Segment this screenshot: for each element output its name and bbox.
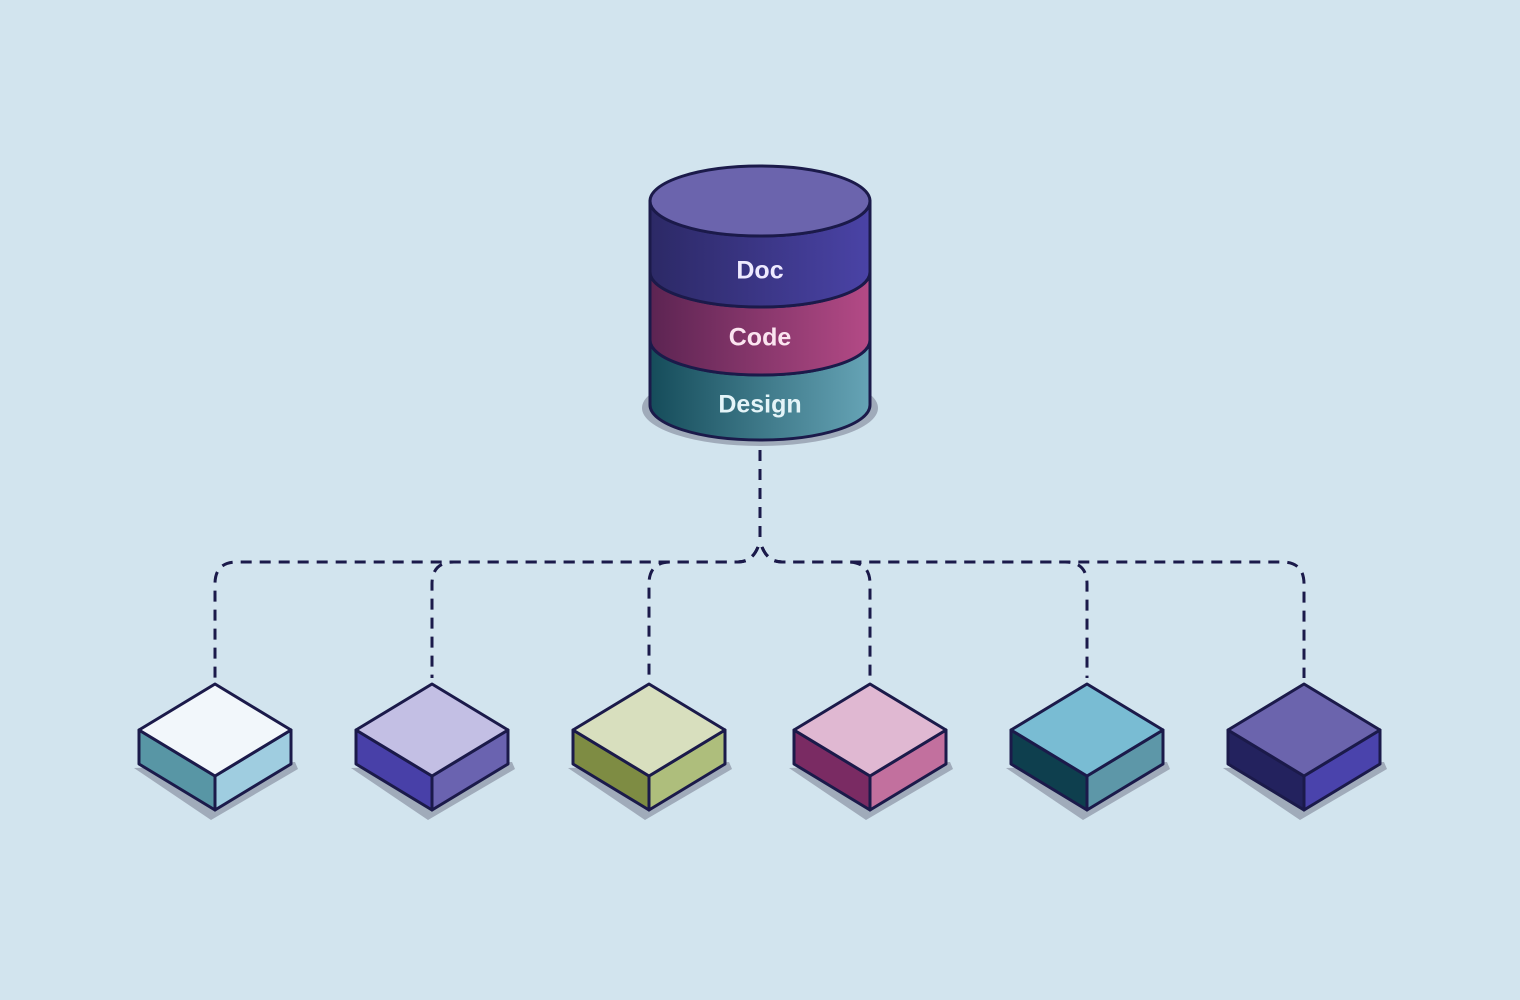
block-6 bbox=[1223, 682, 1387, 820]
branch-connector bbox=[213, 546, 760, 678]
block-top-face bbox=[1226, 682, 1382, 778]
branch-connector bbox=[430, 546, 760, 678]
block-top-face bbox=[792, 682, 948, 778]
code-layer-label: Code bbox=[729, 324, 792, 352]
block-top-face bbox=[571, 682, 727, 778]
block-1 bbox=[134, 682, 298, 820]
block-top-face bbox=[137, 682, 293, 778]
branch-connector bbox=[760, 546, 1306, 678]
doc-layer-label: Doc bbox=[736, 257, 783, 285]
connector-lines bbox=[213, 450, 1306, 678]
branch-connector bbox=[760, 546, 1089, 678]
design-layer-label: Design bbox=[718, 391, 801, 419]
service-blocks bbox=[134, 682, 1387, 820]
block-2 bbox=[351, 682, 515, 820]
database-cylinder: Doc Code Design bbox=[642, 164, 878, 446]
block-top-face bbox=[1009, 682, 1165, 778]
block-5 bbox=[1006, 682, 1170, 820]
branch-connector bbox=[760, 546, 872, 678]
block-top-face bbox=[354, 682, 510, 778]
branch-connector bbox=[647, 546, 760, 678]
block-4 bbox=[789, 682, 953, 820]
database-top bbox=[648, 164, 872, 238]
block-3 bbox=[568, 682, 732, 820]
